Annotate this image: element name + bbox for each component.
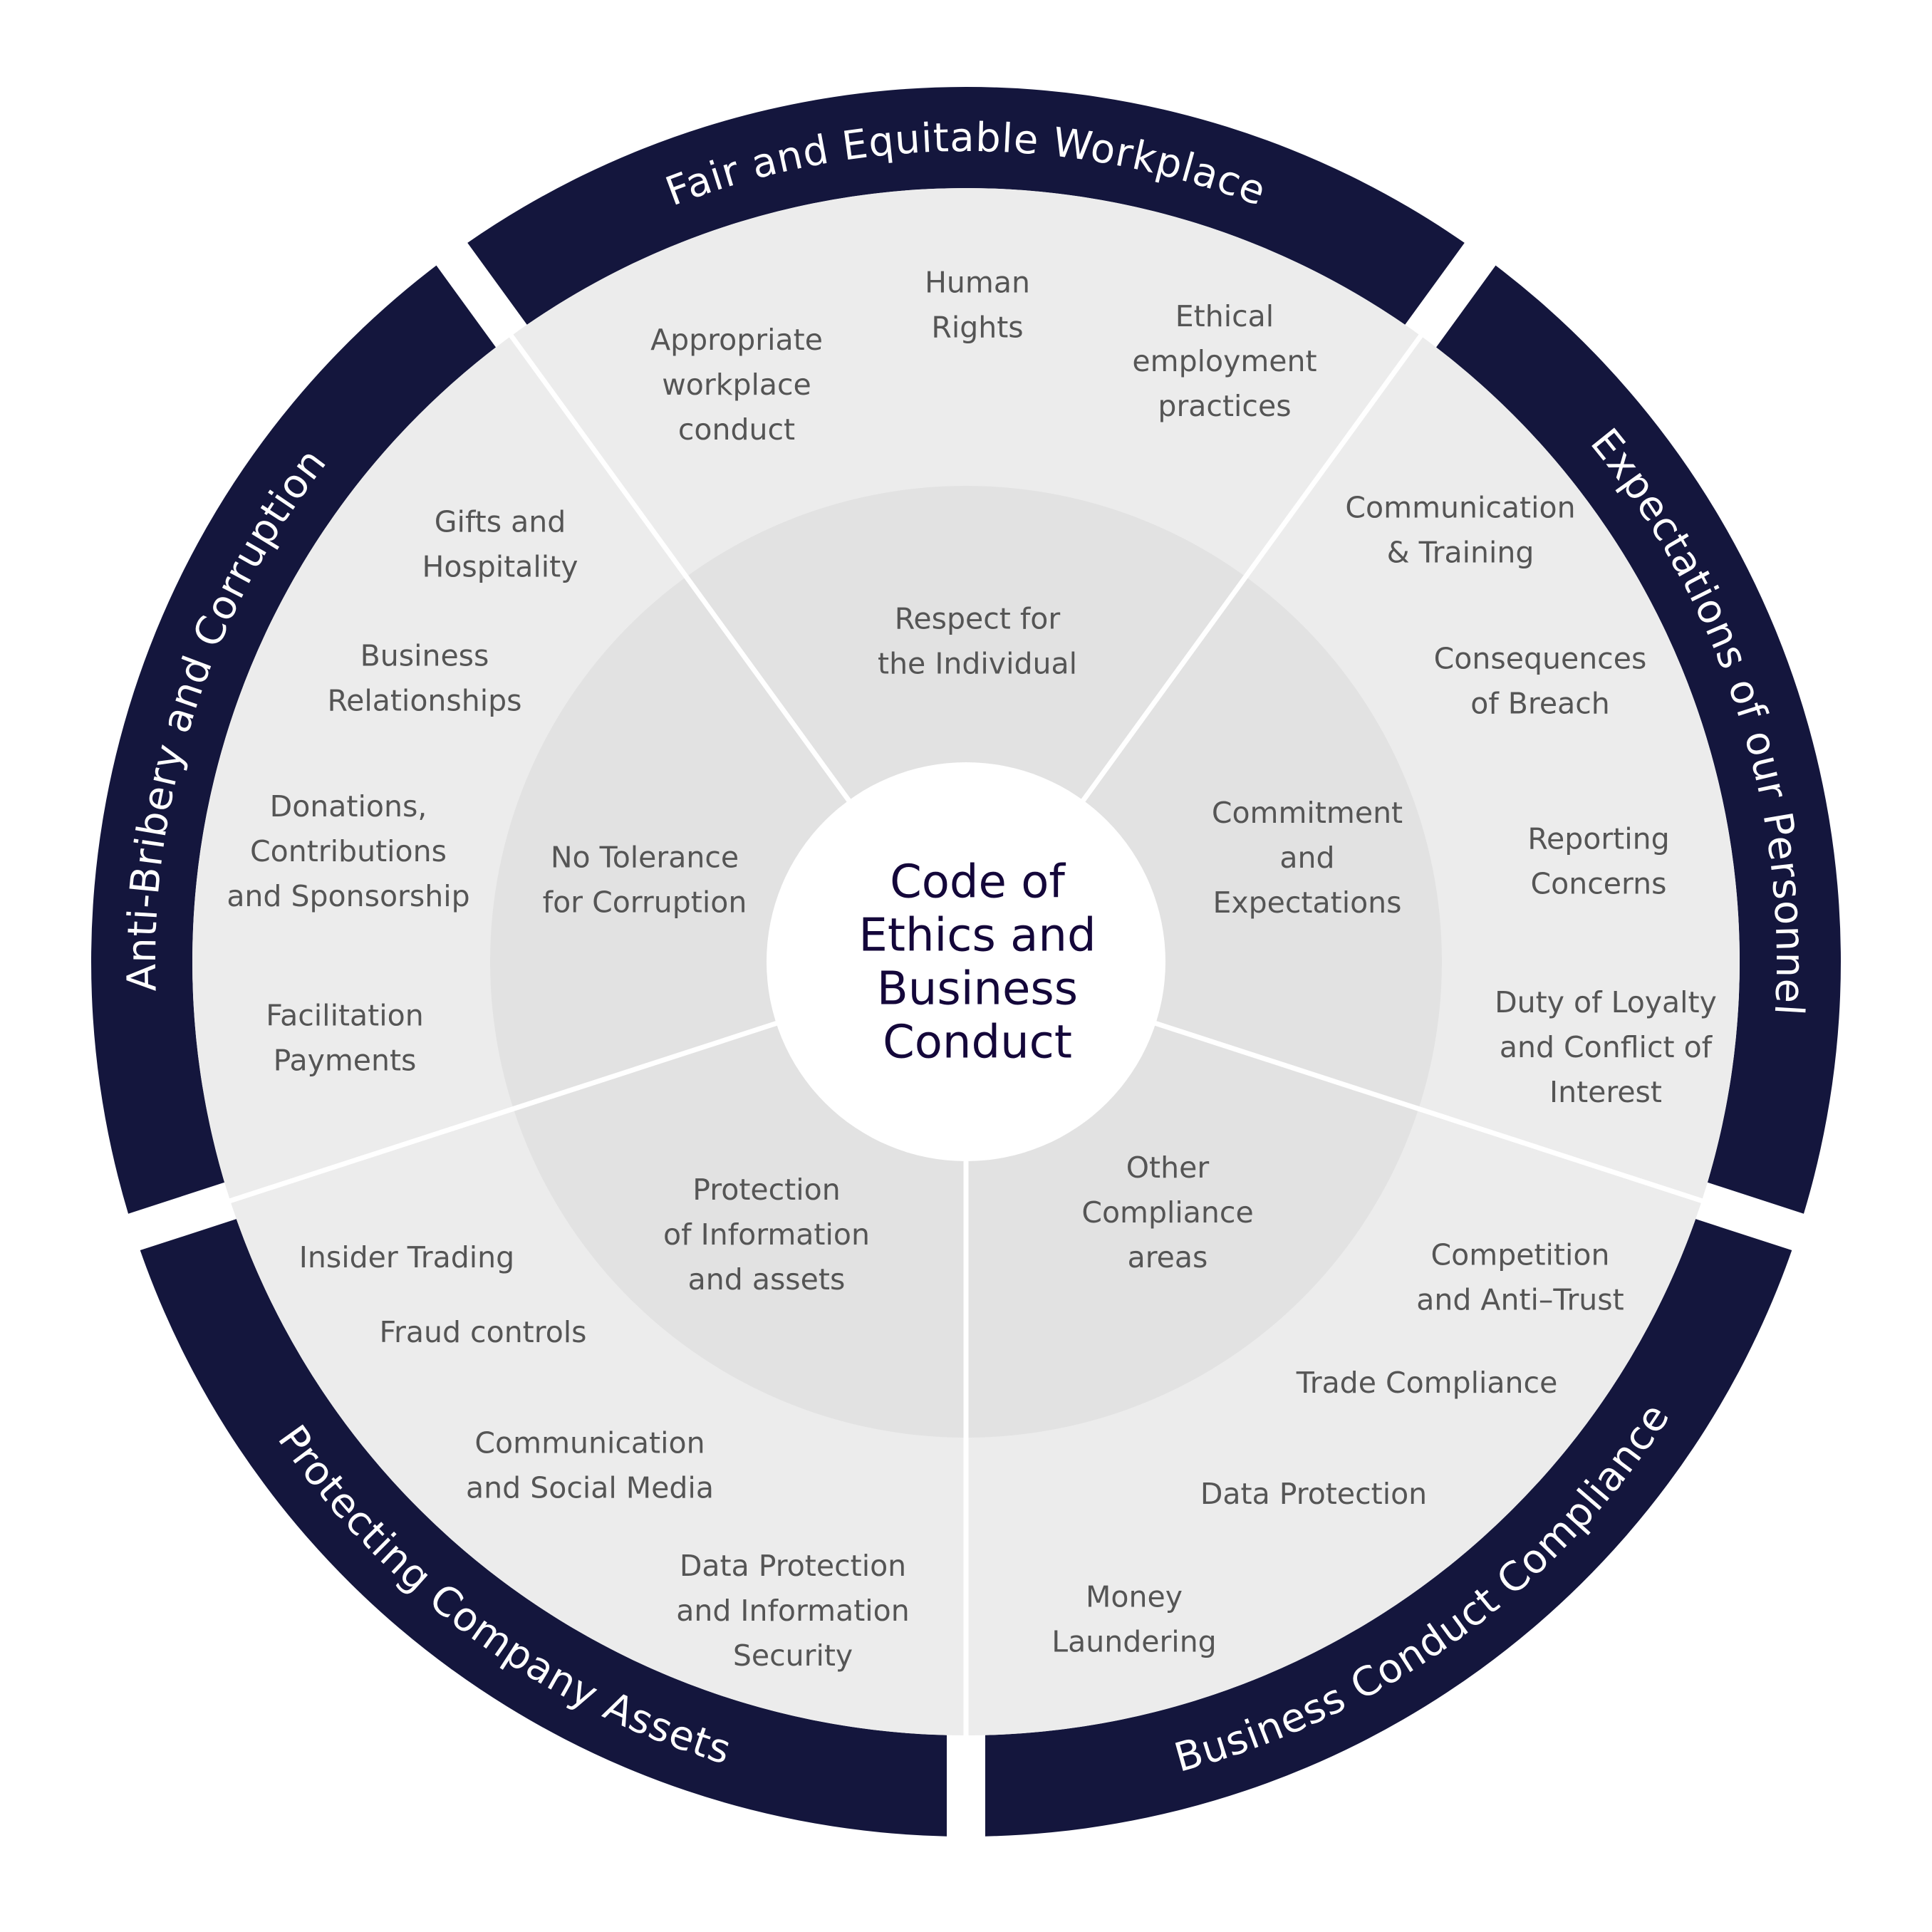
band-segment-protecting-assets bbox=[140, 1219, 947, 1837]
sector-divider bbox=[1079, 333, 1424, 805]
sector-divider bbox=[228, 1019, 781, 1204]
sector-divider bbox=[1151, 1019, 1704, 1204]
band-segment-expectations-personnel bbox=[1435, 265, 1841, 1214]
center-disc bbox=[767, 762, 1165, 1161]
sector-divider bbox=[508, 333, 853, 805]
band-segment-anti-bribery bbox=[90, 265, 497, 1214]
topic-label: Fraud controls bbox=[379, 1315, 586, 1349]
band-segment-fair-workplace bbox=[467, 87, 1465, 325]
sector-dividers bbox=[228, 333, 1704, 1737]
outer-band-layer bbox=[90, 87, 1841, 1837]
topic-label: Data Protection bbox=[1200, 1477, 1427, 1511]
topic-label: Communication& Training bbox=[1345, 491, 1575, 570]
band-segment-business-conduct-compliance bbox=[985, 1219, 1792, 1837]
topic-label: Insider Trading bbox=[299, 1240, 514, 1274]
topic-label: Trade Compliance bbox=[1296, 1366, 1558, 1400]
